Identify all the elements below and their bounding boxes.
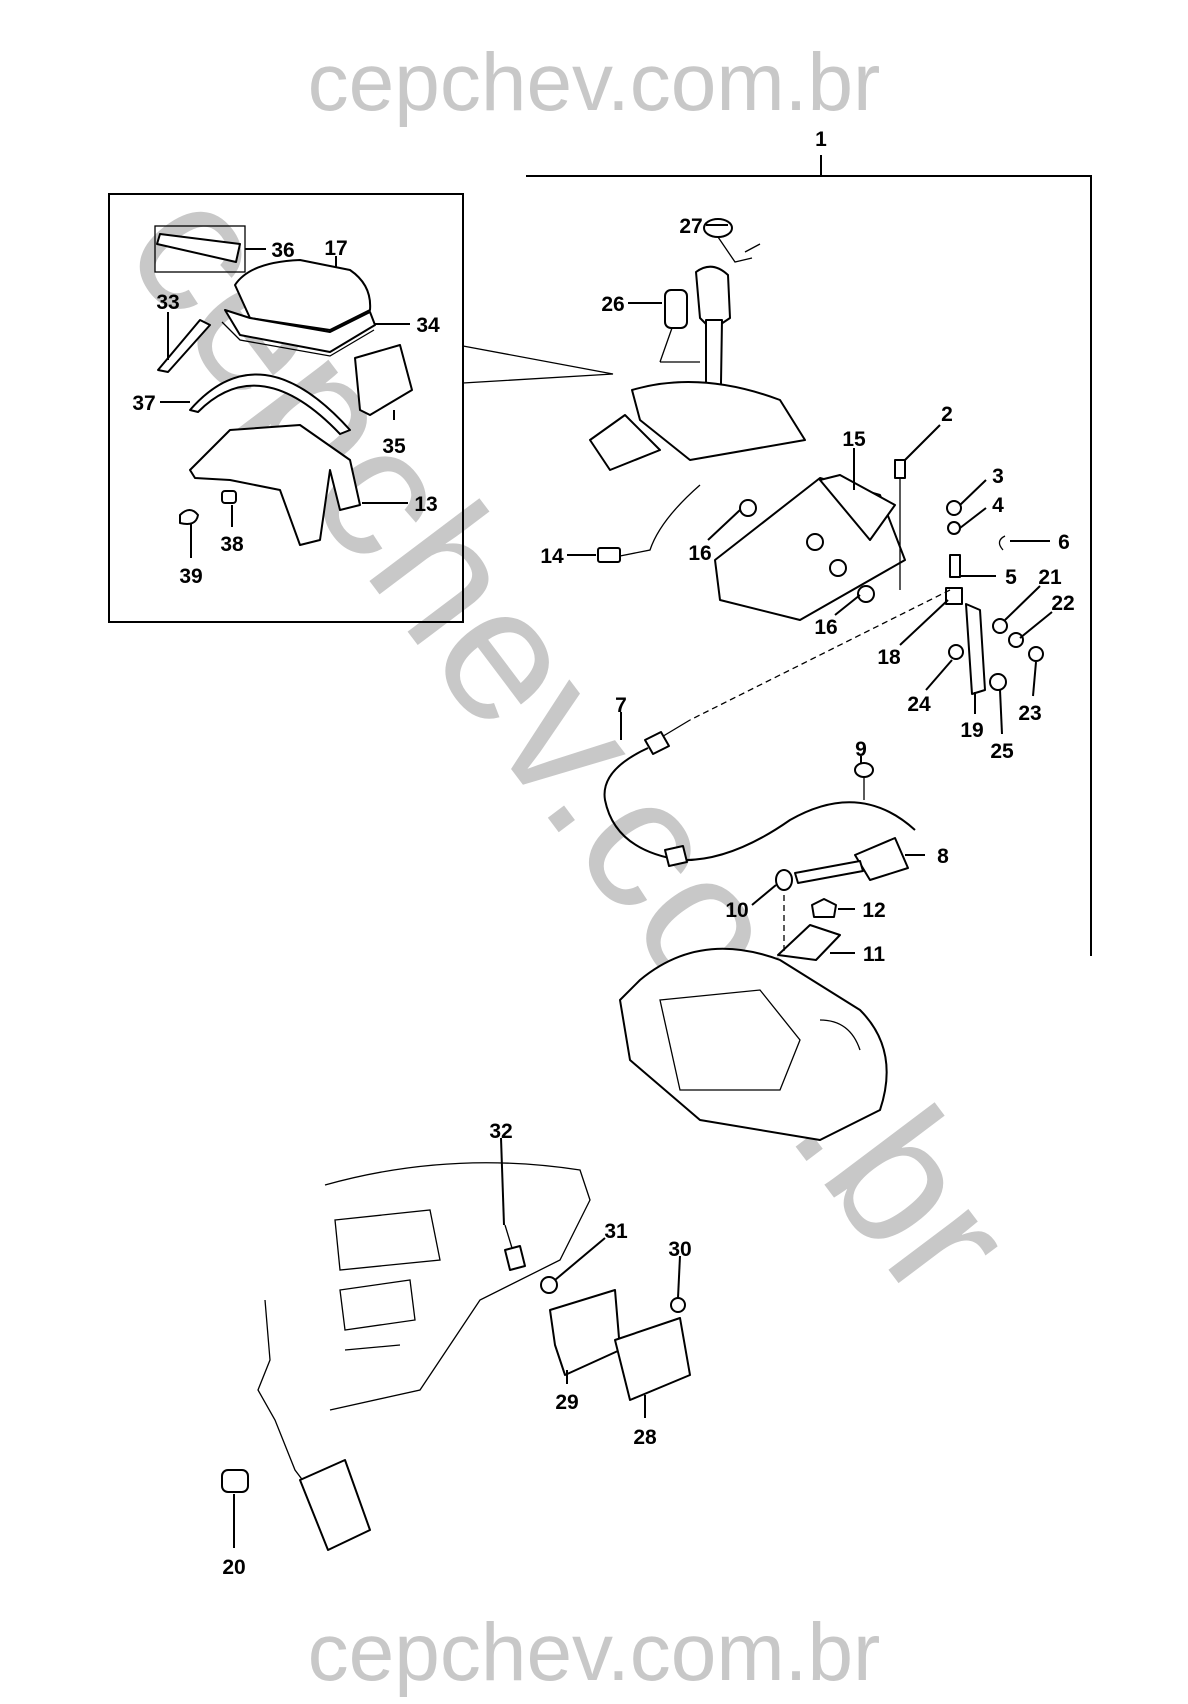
callout-23: 23 bbox=[1018, 702, 1041, 725]
callout-32: 32 bbox=[489, 1120, 512, 1143]
callout-34: 34 bbox=[416, 314, 440, 337]
pedal-callouts: 32 31 30 29 28 20 bbox=[222, 1120, 691, 1579]
callout-33: 33 bbox=[156, 291, 179, 314]
callout-21: 21 bbox=[1038, 566, 1062, 589]
detail-box bbox=[108, 193, 614, 623]
callout-1: 1 bbox=[815, 128, 827, 151]
callout-15: 15 bbox=[842, 428, 866, 451]
callout-14: 14 bbox=[540, 545, 564, 568]
callout-16b: 16 bbox=[814, 616, 837, 639]
detail-box-callouts: 36 17 33 34 37 35 13 38 39 bbox=[132, 237, 440, 588]
shifter-callouts: 27 26 2 15 3 4 6 5 21 22 14 16 16 18 24 … bbox=[540, 215, 1074, 763]
callout-11: 11 bbox=[863, 943, 886, 966]
callout-36: 36 bbox=[271, 239, 294, 262]
callout-19: 19 bbox=[960, 719, 983, 742]
callout-31: 31 bbox=[604, 1220, 628, 1243]
callout-3: 3 bbox=[992, 465, 1004, 488]
pedal-assembly bbox=[221, 1162, 691, 1551]
callout-16: 16 bbox=[688, 542, 711, 565]
callout-6: 6 bbox=[1058, 531, 1070, 554]
watermark-bottom: cepchev.com.br bbox=[308, 1607, 881, 1698]
watermark-top: cepchev.com.br bbox=[308, 37, 881, 128]
callout-7: 7 bbox=[615, 694, 627, 717]
callout-37: 37 bbox=[132, 392, 155, 415]
watermark-diagonal: cepchev.com.br bbox=[87, 147, 1055, 1334]
callout-13: 13 bbox=[414, 493, 437, 516]
shift-cable bbox=[603, 719, 916, 1141]
callout-12: 12 bbox=[862, 899, 885, 922]
callout-35: 35 bbox=[382, 435, 406, 458]
callout-30: 30 bbox=[668, 1238, 691, 1261]
callout-38: 38 bbox=[220, 533, 244, 556]
callout-27: 27 bbox=[679, 215, 702, 238]
callout-10: 10 bbox=[725, 899, 748, 922]
callout-5: 5 bbox=[1005, 566, 1017, 589]
callout-28: 28 bbox=[633, 1426, 657, 1449]
callout-4: 4 bbox=[992, 494, 1004, 517]
callout-26: 26 bbox=[601, 293, 624, 316]
callout-8: 8 bbox=[937, 845, 949, 868]
callout-39: 39 bbox=[179, 565, 202, 588]
callout-25: 25 bbox=[990, 740, 1014, 763]
shifter-assembly bbox=[589, 218, 1044, 721]
callout-24: 24 bbox=[907, 693, 931, 716]
callout-2: 2 bbox=[941, 403, 953, 426]
callout-22: 22 bbox=[1051, 592, 1074, 615]
callout-18: 18 bbox=[877, 646, 901, 669]
callout-20: 20 bbox=[222, 1556, 245, 1579]
cable-callouts: 7 9 8 12 10 11 bbox=[615, 694, 949, 966]
callout-29: 29 bbox=[555, 1391, 578, 1414]
callout-17: 17 bbox=[324, 237, 347, 260]
callout-9: 9 bbox=[855, 738, 867, 761]
assembly-bracket bbox=[526, 155, 1092, 956]
